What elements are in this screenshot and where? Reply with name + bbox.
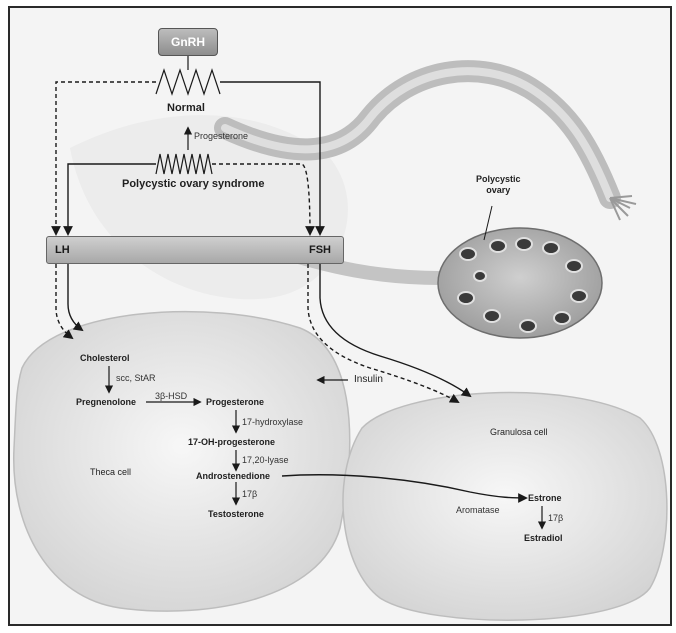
granulosa-cell-label: Granulosa cell	[490, 426, 548, 438]
enzyme-scc-star: scc, StAR	[116, 372, 156, 384]
enzyme-1720-lyase: 17,20-lyase	[242, 454, 289, 466]
17oh-progesterone-label: 17-OH-progesterone	[188, 436, 275, 448]
insulin-label: Insulin	[354, 374, 383, 386]
estradiol-label: Estradiol	[524, 532, 563, 544]
normal-pulse-wave	[156, 70, 220, 94]
enzyme-17-hydroxylase: 17-hydroxylase	[242, 416, 303, 428]
estrone-label: Estrone	[528, 492, 562, 504]
testosterone-label: Testosterone	[208, 508, 264, 520]
theca-cell	[14, 312, 350, 611]
enzyme-17b-granulosa: 17β	[548, 512, 563, 524]
lh-fsh-bar: LH FSH	[46, 236, 344, 264]
pcos-label: Polycystic ovary syndrome	[122, 178, 264, 190]
progesterone-feedback-label: Progesterone	[194, 130, 248, 142]
lh-label: LH	[55, 244, 70, 256]
normal-label: Normal	[167, 102, 205, 114]
aromatase-label: Aromatase	[456, 504, 500, 516]
fimbriae	[610, 196, 636, 220]
gnrh-box: GnRH	[158, 28, 218, 56]
polycystic-ovary-label: Polycystic ovary	[476, 174, 521, 196]
androstenedione-label: Androstenedione	[196, 470, 270, 482]
lh-to-theca-dashed	[56, 264, 72, 338]
figure-frame: GnRH Normal Progesterone Polycystic ovar…	[8, 6, 672, 626]
theca-progesterone-label: Progesterone	[206, 396, 264, 408]
gnrh-label: GnRH	[171, 35, 205, 49]
fsh-label: FSH	[309, 244, 331, 256]
theca-cell-label: Theca cell	[90, 466, 131, 478]
diagram-canvas	[10, 8, 672, 626]
pregnenolone-label: Pregnenolone	[76, 396, 136, 408]
cholesterol-label: Cholesterol	[80, 352, 130, 364]
enzyme-17b-theca: 17β	[242, 488, 257, 500]
enzyme-3bhsd: 3β-HSD	[155, 390, 187, 402]
lh-to-theca-solid	[68, 264, 82, 330]
